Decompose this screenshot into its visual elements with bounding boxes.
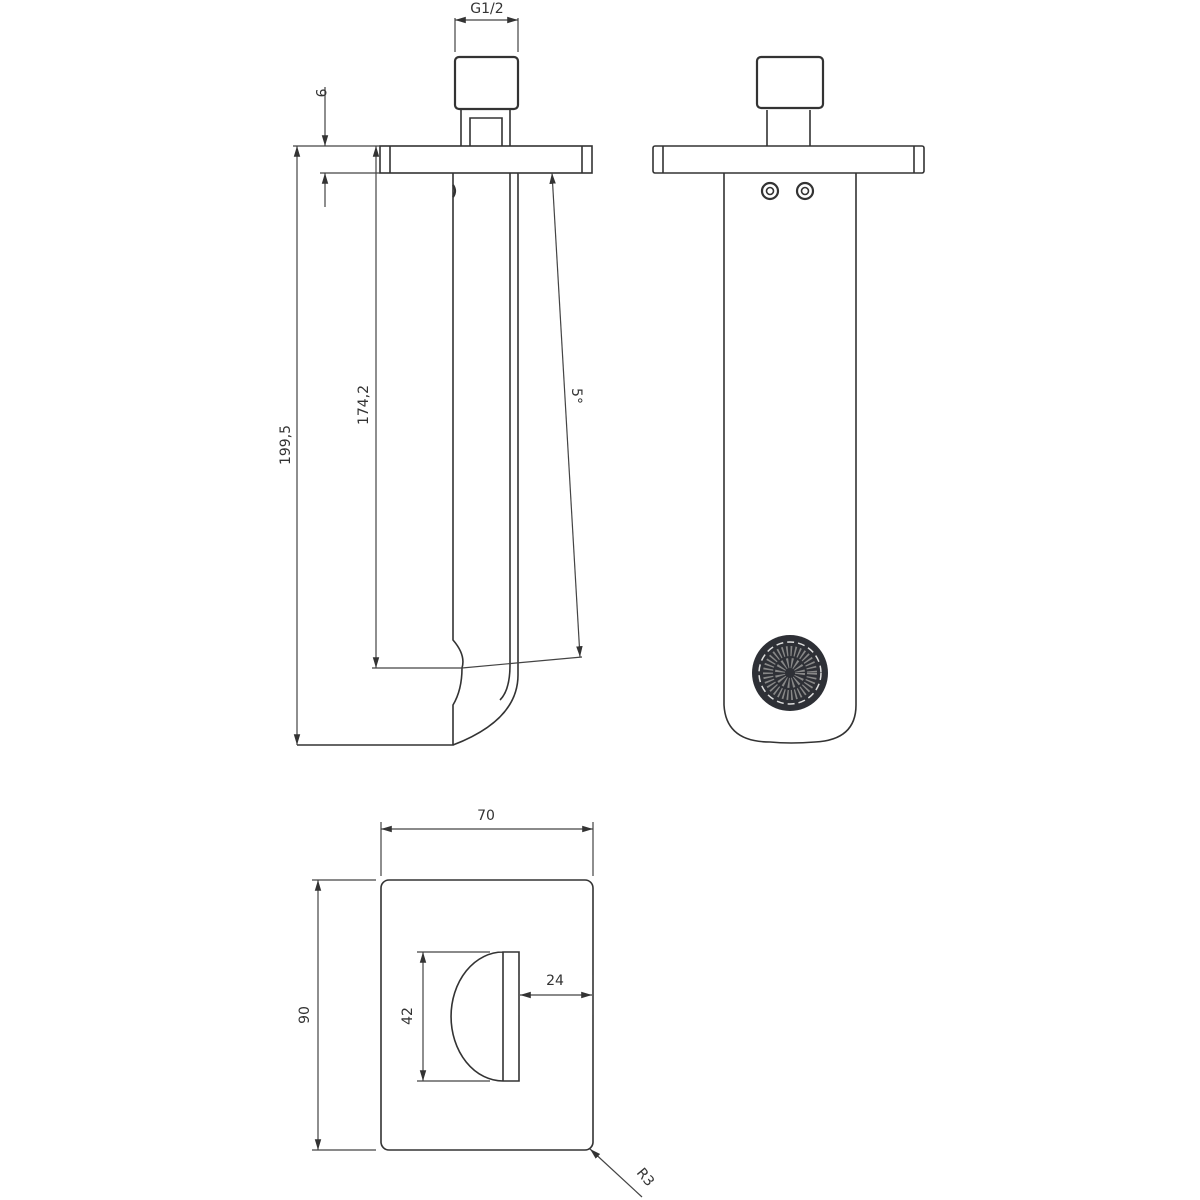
front-view <box>652 55 925 744</box>
top-ext-lines <box>312 822 594 1151</box>
front-body <box>723 173 857 744</box>
front-plate-edges <box>662 146 915 173</box>
side-view: 9 199,5 174,2 5° G1/2 <box>278 1 593 746</box>
side-body <box>297 173 519 746</box>
side-plate <box>379 145 593 174</box>
side-knob <box>452 184 457 198</box>
front-neck <box>766 110 811 146</box>
dim-corner-radius: R3 <box>633 1165 657 1190</box>
front-plate <box>652 145 925 174</box>
screw-left-icon <box>760 181 780 201</box>
extension-lines <box>293 145 583 669</box>
dim-thread: G1/2 <box>470 1 503 17</box>
screw-right-icon <box>795 181 815 201</box>
thread-ext-lines <box>454 18 519 52</box>
side-neck <box>460 110 511 146</box>
dim-outlet-width: 42 <box>400 1007 416 1025</box>
plate-edges <box>389 146 583 173</box>
top-outlet <box>450 951 520 1082</box>
dim-depth: 90 <box>297 1006 313 1024</box>
screw-left-head <box>765 186 775 196</box>
dim-angle-line <box>549 172 583 658</box>
dim-spout-height: 174,2 <box>356 385 372 425</box>
side-nut <box>453 55 520 111</box>
dim-outlet-offset: 24 <box>546 973 564 989</box>
aerator-icon <box>752 635 828 711</box>
dim-width: 70 <box>477 808 495 824</box>
dim-plate-thickness: 9 <box>312 89 328 98</box>
front-nut <box>755 55 825 110</box>
dim-angle: 5° <box>568 388 584 404</box>
top-view: 70 90 42 24 R3 <box>297 808 657 1198</box>
dim-total-height: 199,5 <box>278 425 294 465</box>
dim-radius-leader <box>589 1148 643 1198</box>
screw-right-head <box>800 186 810 196</box>
